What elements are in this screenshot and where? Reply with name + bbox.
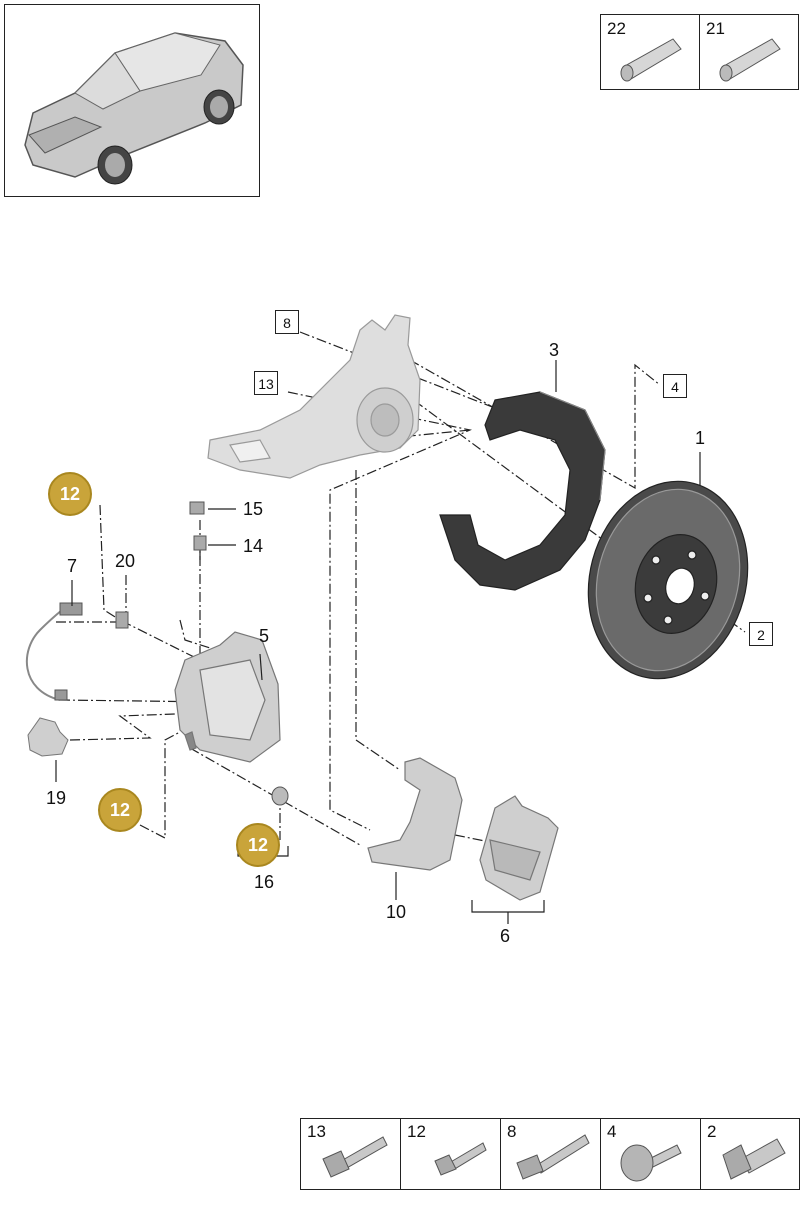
callout-8-boxed[interactable]: 8 xyxy=(275,310,299,334)
callout-19[interactable]: 19 xyxy=(46,788,67,808)
tube-icon xyxy=(620,38,682,82)
bolt-number: 4 xyxy=(607,1122,617,1141)
car-illustration xyxy=(24,32,244,185)
bolt-cell-13[interactable]: 13 xyxy=(300,1118,401,1190)
tube-number: 21 xyxy=(706,19,725,38)
callout-3[interactable]: 3 xyxy=(549,340,560,360)
cap-16-graphic xyxy=(271,786,289,806)
bolt-number: 8 xyxy=(507,1122,517,1141)
callout-14[interactable]: 14 xyxy=(243,536,264,556)
callout-2-boxed[interactable]: 2 xyxy=(749,622,773,646)
callout-1[interactable]: 1 xyxy=(695,428,706,448)
vehicle-thumbnail xyxy=(4,4,260,197)
bolt-icon xyxy=(620,1144,682,1182)
bolt-icon xyxy=(322,1136,388,1178)
callout-20[interactable]: 20 xyxy=(115,551,136,571)
bolt-icon xyxy=(434,1142,487,1176)
bolt-cell-12[interactable]: 12 xyxy=(400,1118,501,1190)
bleeder-valve-graphic xyxy=(27,717,69,757)
bolt-cell-2[interactable]: 2 xyxy=(700,1118,800,1190)
callout-4-boxed[interactable]: 4 xyxy=(663,374,687,398)
badge-12[interactable]: 12 xyxy=(236,823,280,867)
bolt-icon xyxy=(516,1134,590,1180)
brake-disc-graphic xyxy=(587,480,749,680)
badge-12[interactable]: 12 xyxy=(48,472,92,516)
bolt-cell-8[interactable]: 8 xyxy=(500,1118,601,1190)
wear-sensor-cable-graphic xyxy=(26,609,63,701)
callout-10[interactable]: 10 xyxy=(386,902,407,922)
clip-14-graphic xyxy=(193,535,207,551)
grease-tube-22[interactable]: 22 xyxy=(600,14,700,90)
bolt-cell-4[interactable]: 4 xyxy=(600,1118,701,1190)
bolt-number: 12 xyxy=(407,1122,426,1141)
bolt-icon xyxy=(722,1138,786,1180)
tube-number: 22 xyxy=(607,19,626,38)
callout-15[interactable]: 15 xyxy=(243,499,264,519)
callout-16[interactable]: 16 xyxy=(254,872,275,892)
clip-15-graphic xyxy=(189,501,205,515)
tube-icon xyxy=(719,38,781,82)
callout-13-boxed[interactable]: 13 xyxy=(254,371,278,395)
callout-5[interactable]: 5 xyxy=(259,626,270,646)
brake-pads-graphic xyxy=(479,795,559,901)
callout-7[interactable]: 7 xyxy=(67,556,78,576)
badge-12[interactable]: 12 xyxy=(98,788,142,832)
callout-6[interactable]: 6 xyxy=(500,926,511,946)
grease-tube-21[interactable]: 21 xyxy=(699,14,799,90)
brake-shield-graphic xyxy=(439,391,606,591)
clip-20-graphic xyxy=(115,611,129,629)
bolt-number: 2 xyxy=(707,1122,717,1141)
caliper-bracket-graphic xyxy=(367,757,463,871)
wheel-carrier-graphic xyxy=(207,314,421,479)
brake-caliper-graphic xyxy=(174,631,281,763)
bolt-number: 13 xyxy=(307,1122,326,1141)
